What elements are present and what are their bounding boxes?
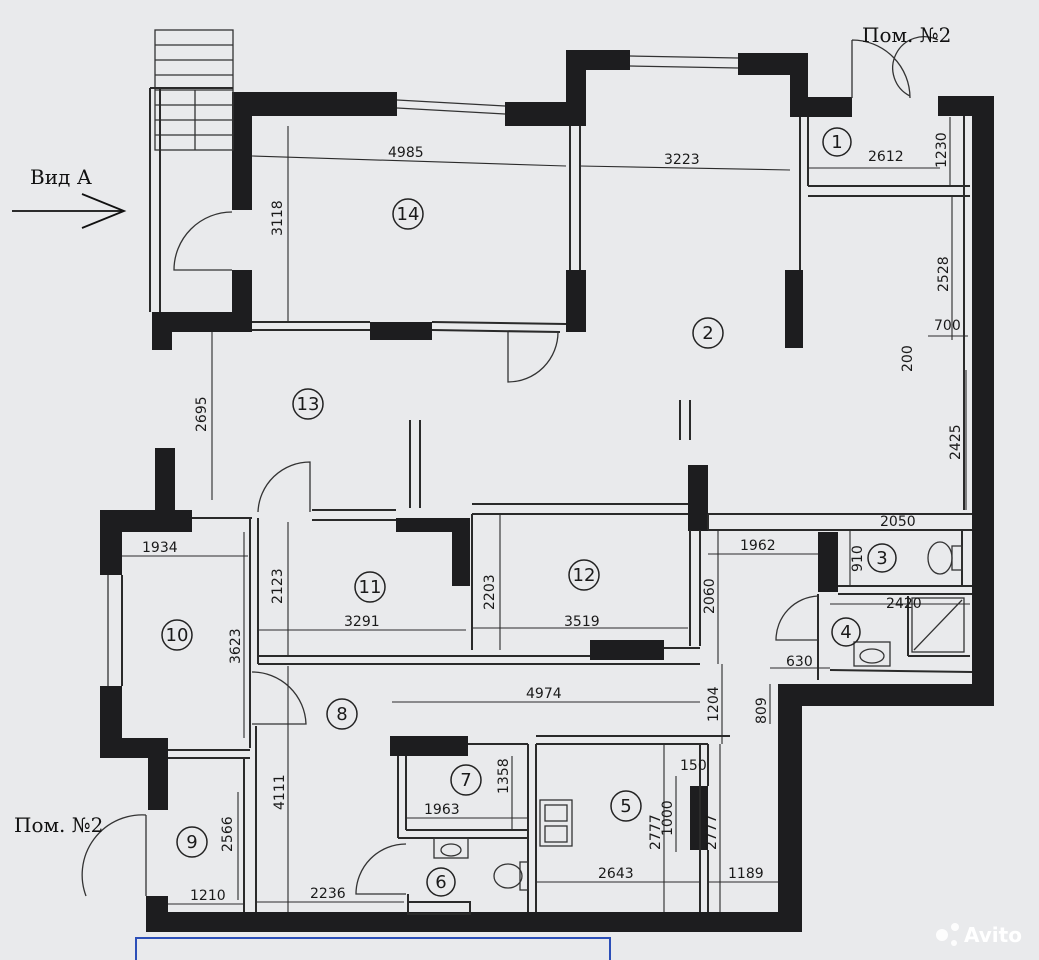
room-11-label: 11 [359,577,382,598]
room-1-label: 1 [831,132,842,153]
dim-2695: 2695 [194,396,210,432]
dim-1210: 1210 [190,888,226,904]
dim-4974: 4974 [526,686,562,702]
exterior-walls [100,50,994,932]
watermark: Avito [936,923,1022,947]
dim-1230: 1230 [934,132,950,168]
dim-809: 809 [754,697,770,724]
dim-3623: 3623 [228,628,244,664]
dim-2528: 2528 [936,256,952,292]
room-12-label: 12 [573,565,596,586]
dim-2236: 2236 [310,886,346,902]
room-7-label: 7 [460,770,471,791]
room-2-label: 2 [702,323,713,344]
dim-1204: 1204 [706,686,722,722]
dim-2123: 2123 [270,568,286,604]
dim-2777-right: 2777 [704,814,720,850]
dim-3118: 3118 [270,200,286,236]
partitions [107,29,973,915]
dim-2612: 2612 [868,149,904,165]
room-3-label: 3 [876,548,887,569]
room-6-label: 6 [435,872,446,893]
room-4-label: 4 [840,622,851,643]
dim-1358: 1358 [496,758,512,794]
dim-2566: 2566 [220,816,236,852]
dim-4985: 4985 [388,145,424,161]
dim-3519: 3519 [564,614,600,630]
dim-2050: 2050 [880,514,916,530]
dim-1963: 1963 [424,802,460,818]
pom-top-label: Пом. №2 [862,23,951,47]
doors [81,36,939,897]
room-13-label: 13 [297,394,320,415]
dim-700: 700 [934,318,961,334]
view-a-label: Вид А [30,165,92,189]
dim-1934: 1934 [142,540,178,556]
dim-910: 910 [850,545,866,572]
annotations: Вид А Пом. №2 Пом. №2 [12,23,951,837]
pom-bottom-label: Пом. №2 [14,813,103,837]
dimension-labels: 4985 3223 2612 1230 3118 2528 700 200 26… [142,132,964,904]
fixtures [433,541,965,891]
dim-2777-left: 2777 [648,814,664,850]
dim-2060: 2060 [702,578,718,614]
dim-3223: 3223 [664,152,700,168]
dim-2203: 2203 [482,574,498,610]
dim-2643: 2643 [598,866,634,882]
dim-1189: 1189 [728,866,764,882]
dim-1962: 1962 [740,538,776,554]
view-arrow-icon [12,193,127,229]
room-10-label: 10 [166,625,189,646]
dim-150: 150 [680,758,707,774]
room-markers: 1 2 3 4 5 6 7 8 9 10 11 12 13 14 [161,127,897,897]
dim-4111: 4111 [272,774,288,810]
dim-200: 200 [900,345,916,372]
room-14-label: 14 [397,204,420,225]
room-9-label: 9 [186,832,197,853]
watermark-text: Avito [964,923,1022,947]
dim-630: 630 [786,654,813,670]
dimension-lines [122,117,970,912]
bottom-frame [135,937,611,960]
room-8-label: 8 [336,704,347,725]
dim-1000: 1000 [660,800,676,836]
dim-2420: 2420 [886,596,922,612]
dim-3291: 3291 [344,614,380,630]
room-5-label: 5 [620,796,631,817]
dim-2425: 2425 [948,424,964,460]
